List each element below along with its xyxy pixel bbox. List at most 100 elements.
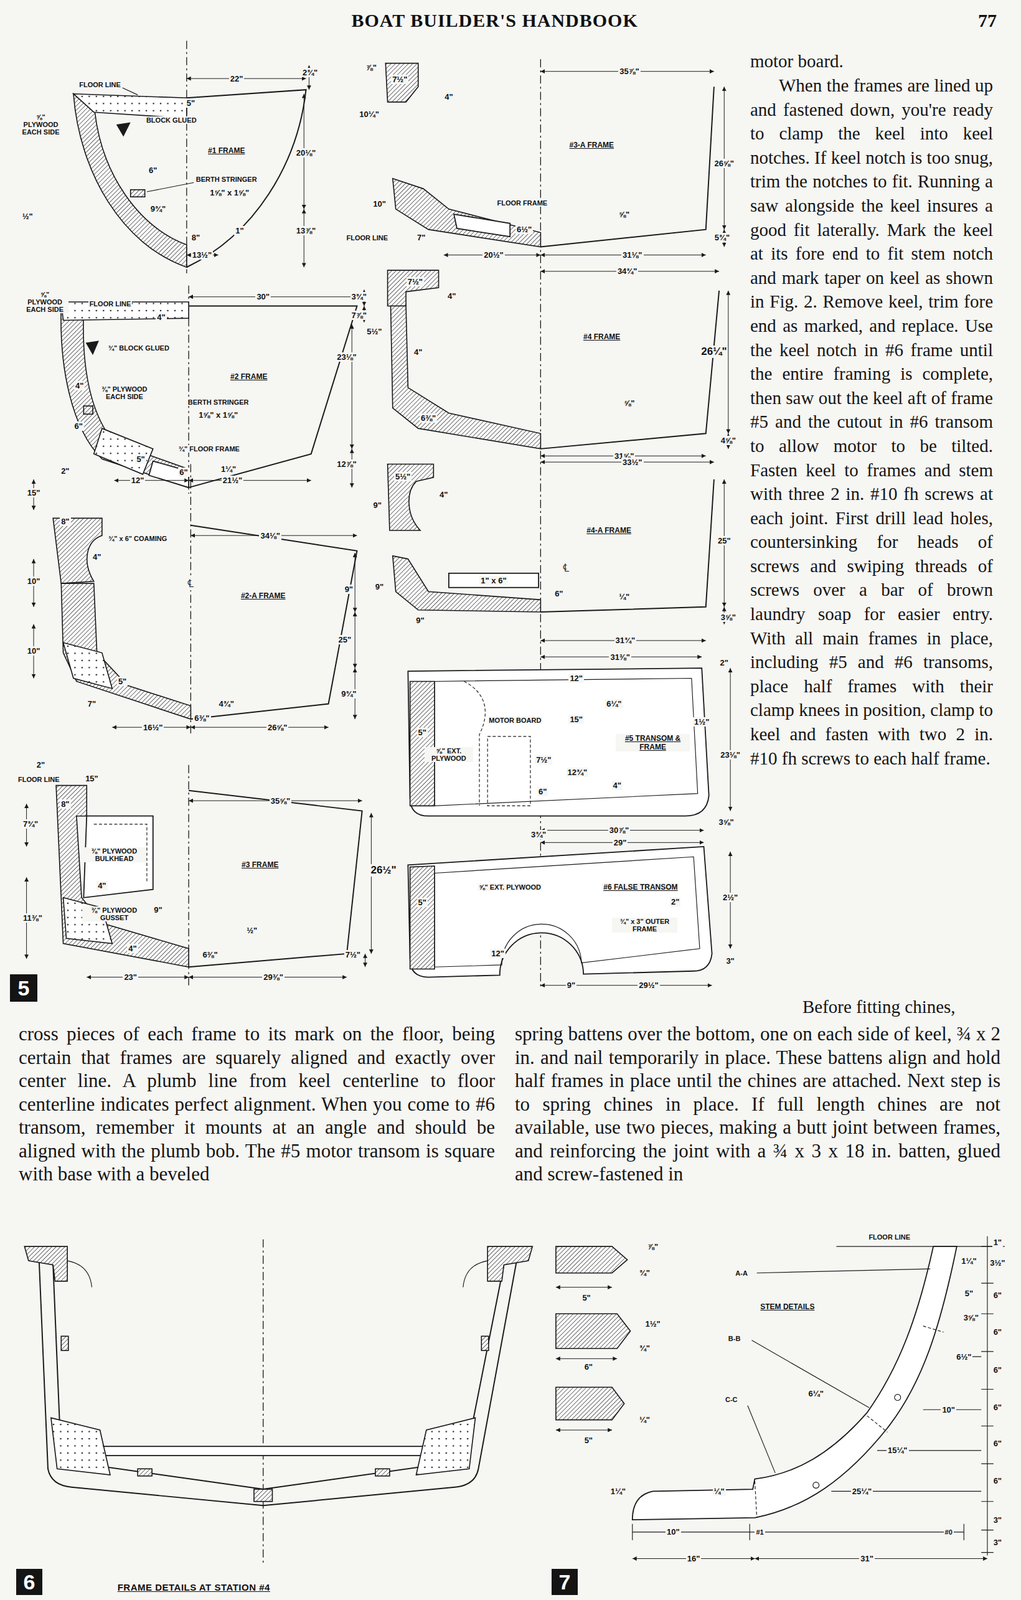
frame-2 — [188, 306, 357, 489]
stem-drawing — [831, 1356, 982, 1492]
false-transom-6 — [407, 846, 712, 978]
dimension-label: 8" — [59, 516, 71, 527]
dimension-label: 3" — [724, 956, 736, 966]
stem-drawing — [813, 1482, 820, 1489]
dimension-label: 4" — [127, 943, 138, 954]
dimension-label: ¼" — [617, 592, 631, 602]
dimension-label: 4¾" — [217, 699, 236, 709]
dimension-label: 6" — [178, 467, 189, 477]
dimension-label: 12" — [568, 673, 584, 683]
stem-drawing — [555, 1358, 617, 1360]
body-text: When the frames are lined up and fastene… — [750, 73, 993, 771]
station-4-frame — [38, 1252, 518, 1506]
frame-title: #4-A FRAME — [585, 526, 633, 535]
dimension-label: 6" — [992, 1402, 1003, 1412]
frame-2 — [85, 340, 99, 355]
dimension-label: 12" — [130, 475, 146, 485]
dimension-label: 35⅝" — [269, 796, 292, 806]
dimension-label: 3⅝" — [719, 612, 738, 622]
dimension-label: 4" — [611, 780, 623, 791]
frame-2 — [61, 306, 189, 489]
dimension-label: 6" — [992, 1327, 1003, 1337]
frame-3a — [453, 214, 510, 237]
dimension-label: 7¾" — [21, 819, 40, 829]
part-label: ⅝" EXT. PLYWOOD — [424, 747, 474, 763]
figure-number: 7 — [551, 1568, 578, 1596]
dimension-label: ¼" — [638, 1415, 652, 1425]
frame-4a — [392, 555, 542, 612]
dimension-label: 12" — [489, 948, 506, 959]
dimension-label: 13⅞" — [295, 225, 317, 236]
centerline — [540, 59, 542, 988]
dimension-label: 3½" — [988, 1258, 1007, 1268]
dimension-label: 2¾" — [301, 67, 319, 78]
frame-1 — [303, 209, 305, 268]
part-label: ¾" x 3" OUTER FRAME — [611, 917, 678, 933]
body-text: spring battens over the bottom, one on e… — [514, 1022, 1001, 1186]
dimension-label: 30⅞" — [608, 825, 631, 835]
dimension-label: 4" — [412, 347, 424, 357]
frame-2a — [52, 517, 103, 584]
transom-5 — [434, 678, 698, 807]
frame-2a — [190, 525, 357, 720]
dimension-label: 30" — [255, 291, 271, 302]
dimension-label: 5" — [417, 727, 428, 738]
frame-title: #2 FRAME — [229, 372, 269, 382]
part-label: ⅝" PLYWOOD EACH SIDE — [21, 290, 69, 314]
dimension-label: 7½" — [534, 755, 553, 765]
dimension-label: 2" — [669, 897, 681, 907]
frame-2 — [61, 289, 365, 488]
part-label: ⅜" PLYWOOD EACH SIDE — [92, 385, 157, 401]
dimension-label: 3¾" — [529, 829, 548, 840]
dimension-label: 23⅛" — [335, 352, 358, 362]
frame-4 — [387, 270, 439, 306]
stem-drawing — [752, 1340, 870, 1408]
station-4-frame — [71, 1446, 456, 1456]
page-header: BOAT BUILDER'S HANDBOOK — [351, 9, 638, 32]
dimension-label: 5½" — [394, 471, 412, 482]
dimension-label: 25" — [336, 635, 353, 645]
stem-drawing — [894, 1394, 901, 1401]
dimension-label: 7½" — [390, 74, 409, 85]
page-number: 77 — [976, 9, 998, 32]
dimension-label: 6¼" — [807, 1388, 825, 1399]
stem-drawing — [747, 1405, 776, 1473]
dimension-label: 5" — [583, 1435, 594, 1445]
frame-2 — [94, 428, 154, 475]
body-text: cross pieces of each frame to its mark o… — [18, 1022, 495, 1186]
centerline-symbol: ℄ — [561, 559, 571, 575]
dimension-label: 10" — [665, 1527, 682, 1537]
part-label: ¾" FLOOR FRAME — [177, 445, 241, 453]
dimension-label: 10" — [371, 199, 388, 209]
dimension-label: 4" — [91, 552, 103, 562]
frame-1 — [186, 89, 307, 268]
dimension-label: 6⅜" — [419, 413, 438, 423]
dimension-label: 4⅝" — [719, 435, 738, 446]
stem-drawing — [555, 1313, 631, 1349]
frame-title: #2-A FRAME — [239, 591, 288, 601]
dimension-label: 1⅝" x 1⅝" — [208, 188, 251, 198]
dimension-label: 7⅞" — [350, 310, 368, 320]
frame-2a — [190, 727, 329, 728]
dimension-label: 6⅜" — [201, 950, 219, 960]
part-label: ⅜" PLYWOOD GUSSET — [82, 906, 146, 922]
dimension-label: 31¾" — [614, 635, 637, 645]
dimension-label: 35⅞" — [618, 66, 640, 76]
dimension-label: ½" — [245, 925, 259, 936]
dimension-label: 6¼" — [605, 699, 623, 709]
dimension-label: 31⅛" — [621, 250, 644, 260]
dimension-label: 1⅝" x 1⅝" — [197, 410, 240, 420]
part-label: BERTH STRINGER — [186, 398, 251, 406]
dimension-label: 4" — [438, 489, 449, 500]
station-4-frame — [61, 1336, 68, 1351]
frame-2 — [148, 461, 189, 489]
station-4-frame — [137, 1468, 152, 1476]
frame-3a — [385, 63, 418, 103]
frame-2a — [354, 611, 356, 669]
frame-2 — [114, 479, 190, 481]
dimension-label: 29½" — [637, 980, 660, 990]
dimension-label: 11⅜" — [21, 913, 44, 923]
dimension-label: ¾" — [638, 1343, 652, 1353]
dimension-label: 1¼" — [959, 1256, 978, 1266]
dimension-label: ¼" — [712, 1486, 726, 1497]
